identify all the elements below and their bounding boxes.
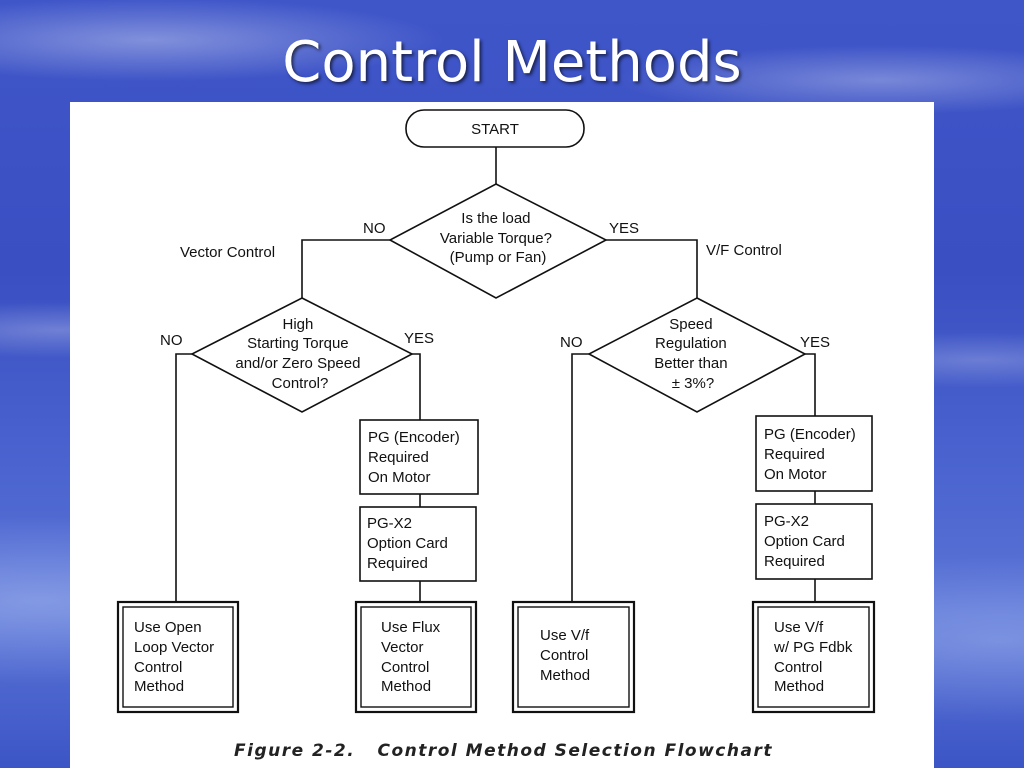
result-flux-vector: Use Flux Vector Control Method [354,600,478,714]
result-vfpg-line-2: w/ PG Fdbk [773,639,853,656]
result-flux-line-2: Vector [381,639,424,656]
result-vf-line-3: Method [540,667,590,684]
decision-speed-line-2: Regulation [655,335,727,352]
result-vf-line-2: Control [540,647,588,664]
decision-speed-regulation: Speed Regulation Better than ± 3%? [587,297,807,413]
pg-right-line-2: Required [764,446,825,463]
load-yes-label: YES [609,220,639,237]
card-left-line-1: PG-X2 [367,515,412,532]
figure-caption: Figure 2-2. Control Method Selection Flo… [234,741,773,761]
decision-speed-line-4: ± 3%? [672,375,714,392]
result-open-loop-line-4: Method [134,678,184,695]
result-vfpg-line-3: Control [774,659,822,676]
decision-load-line-2: Variable Torque? [440,230,552,247]
pg-left-line-1: PG (Encoder) [368,429,460,446]
card-right-line-3: Required [764,553,825,570]
start-terminator: START [405,109,585,148]
svg-text:High Starting Torque: High Starting Torque and/or Zero Speed C… [235,316,364,392]
result-vfpg-line-4: Method [774,678,824,695]
speed-yes-label: YES [800,334,830,351]
svg-text:Is the load Variable T: Is the load Variable Torque? (Pump or Fa… [440,210,556,266]
pg-encoder-box-left: PG (Encoder) Required On Motor [359,419,479,495]
result-open-loop-line-3: Control [134,659,182,676]
svg-text:PG-X2 Option Card: PG-X2 Option Card Required [764,513,849,570]
vector-control-label: Vector Control [180,244,275,261]
result-vfpg-line-1: Use V/f [774,619,824,636]
svg-text:PG (Encoder) Required: PG (Encoder) Required On Motor [368,429,464,486]
decision-load-line-3: (Pump or Fan) [450,249,547,266]
pg-encoder-box-right: PG (Encoder) Required On Motor [755,415,873,492]
connector-lines [175,147,816,602]
flowchart-figure: START Is the load Variable Torque? (Pump… [70,102,934,768]
speed-no-label: NO [560,334,583,351]
decision-speed-line-1: Speed [669,316,712,333]
pg-x2-card-box-right: PG-X2 Option Card Required [755,503,873,580]
card-left-line-3: Required [367,555,428,572]
connector-speed-no [571,353,589,602]
connector-load-yes [606,239,698,298]
result-flux-line-3: Control [381,659,429,676]
svg-text:PG-X2 Option Card: PG-X2 Option Card Required [367,515,452,572]
decision-starting-torque: High Starting Torque and/or Zero Speed C… [190,297,414,413]
torque-yes-label: YES [404,330,434,347]
result-vf-pg-feedback: Use V/f w/ PG Fdbk Control Method [751,600,876,714]
svg-text:PG (Encoder) Required: PG (Encoder) Required On Motor [764,426,860,483]
result-open-loop-vector: Use Open Loop Vector Control Method [116,600,240,714]
vf-control-label: V/F Control [706,242,782,259]
card-right-line-1: PG-X2 [764,513,809,530]
svg-text:Use Open Loop Vector: Use Open Loop Vector Control Method [134,619,218,695]
card-left-line-2: Option Card [367,535,448,552]
pg-right-line-3: On Motor [764,466,827,483]
decision-torque-line-2: Starting Torque [247,335,348,352]
pg-left-line-3: On Motor [368,469,431,486]
decision-torque-line-1: High [282,316,313,333]
slide-title: Control Methods [282,30,742,95]
svg-text:Use V/f Control: Use V/f Control Method [540,627,593,684]
decision-load-type: Is the load Variable Torque? (Pump or Fa… [388,183,608,299]
svg-text:Use Flux Vector: Use Flux Vector Control Method [381,619,444,695]
flowchart-diagram: START Is the load Variable Torque? (Pump… [116,109,876,761]
connector-torque-yes [412,353,421,420]
decision-torque-line-4: Control? [272,375,329,392]
load-no-label: NO [363,220,386,237]
decision-torque-line-3: and/or Zero Speed [235,355,360,372]
pg-left-line-2: Required [368,449,429,466]
result-open-loop-line-1: Use Open [134,619,202,636]
svg-text:Use V/f w/ PG Fdbk: Use V/f w/ PG Fdbk Control Method [773,619,857,695]
torque-no-label: NO [160,332,183,349]
decision-load-line-1: Is the load [461,210,530,227]
pg-right-line-1: PG (Encoder) [764,426,856,443]
result-vf-control: Use V/f Control Method [511,600,636,714]
connector-torque-no [175,353,192,602]
pg-x2-card-box-left: PG-X2 Option Card Required [359,506,477,582]
result-flux-line-4: Method [381,678,431,695]
result-vf-line-1: Use V/f [540,627,590,644]
decision-speed-line-3: Better than [654,355,727,372]
svg-text:Speed Regulation: Speed Regulation Better than ± 3%? [654,316,732,392]
connector-speed-yes [805,353,816,416]
result-open-loop-line-2: Loop Vector [134,639,214,656]
result-flux-line-1: Use Flux [381,619,441,636]
connector-load-no [301,239,390,298]
start-label: START [471,121,519,138]
card-right-line-2: Option Card [764,533,845,550]
